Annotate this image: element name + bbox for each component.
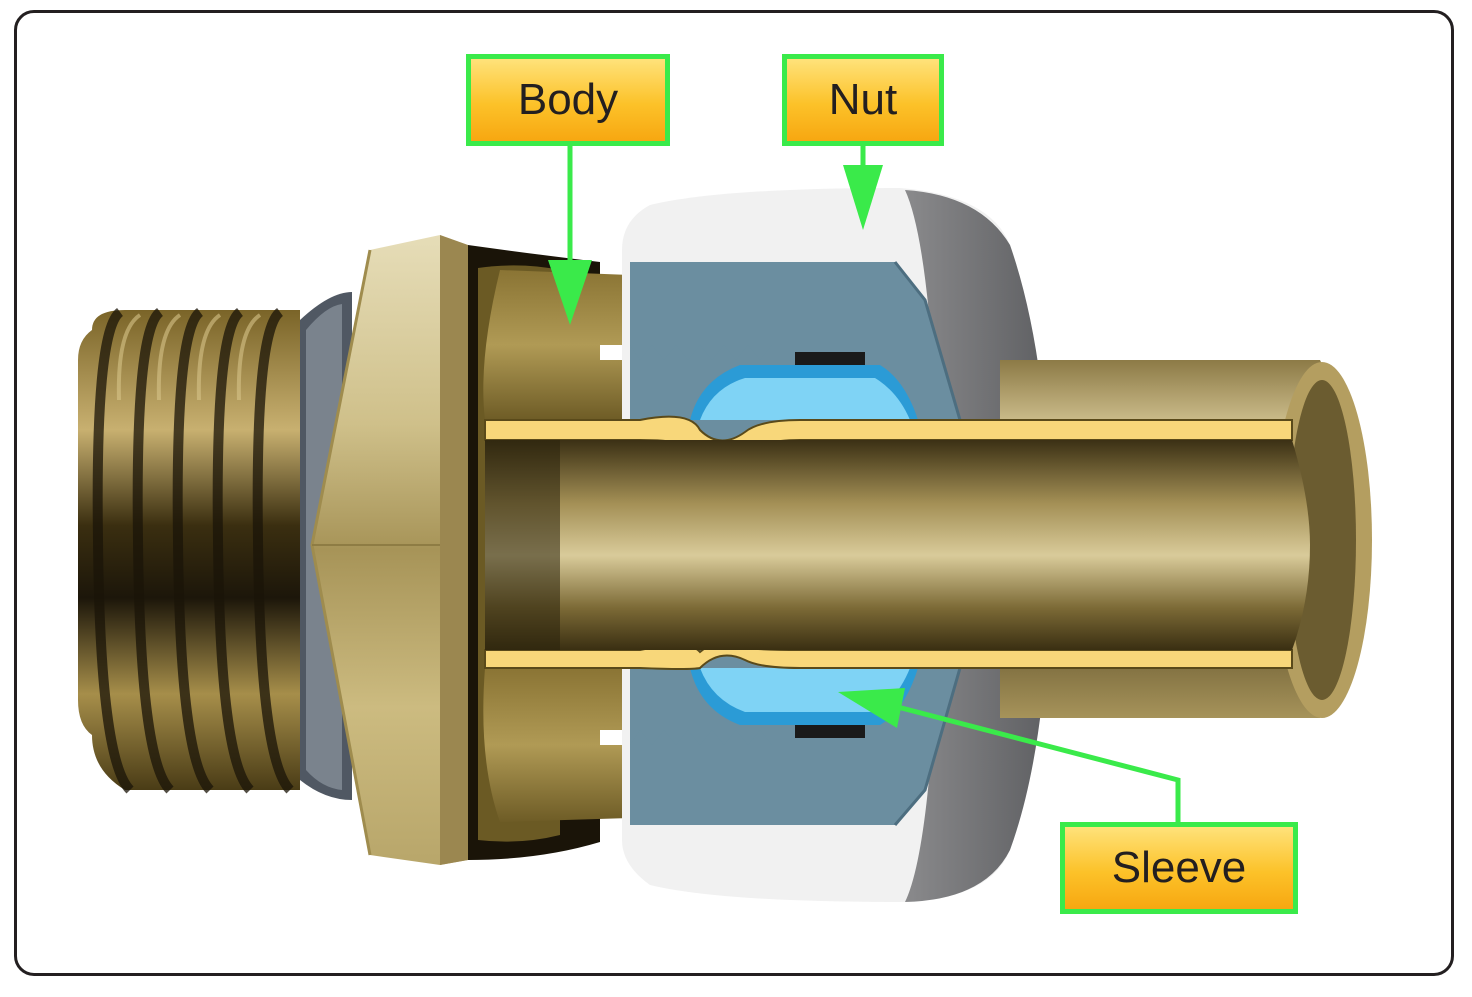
body-callout: Body [466,54,670,146]
sleeve-callout: Sleeve [1060,822,1298,914]
body-arrowhead [548,260,592,325]
sleeve-leader-line [889,702,1181,822]
nut-callout: Nut [782,54,944,146]
threaded-end [78,307,300,794]
tube-bore [485,440,1310,650]
body-hex [310,235,468,865]
thread-teeth [630,345,780,745]
sleeve-arrowhead [838,688,905,728]
nut-arrowhead [843,165,883,230]
